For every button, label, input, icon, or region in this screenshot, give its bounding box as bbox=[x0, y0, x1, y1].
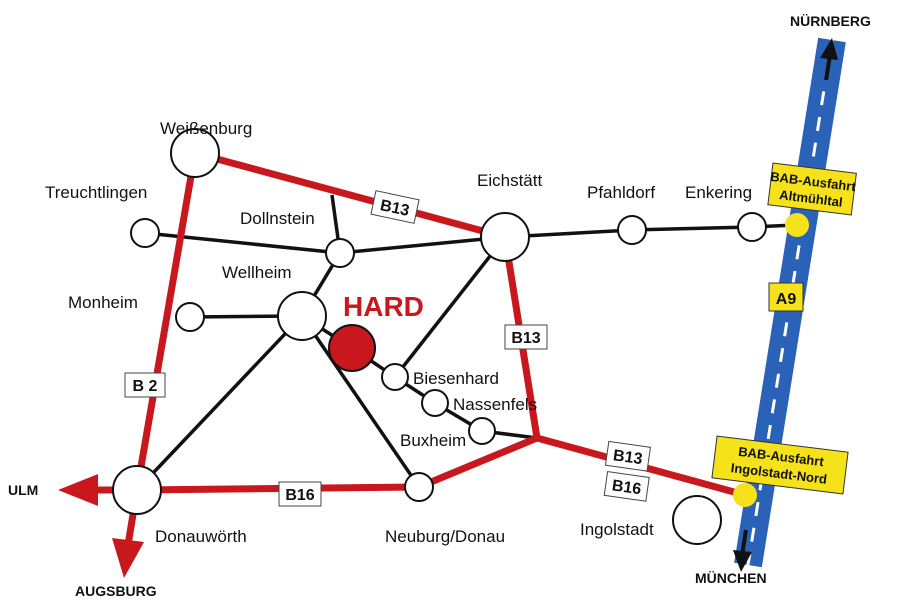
town-neuburg[interactable] bbox=[404, 472, 434, 502]
shield-b13-east2-label: B13 bbox=[612, 447, 644, 468]
label-nassenfels: Nassenfels bbox=[453, 395, 537, 414]
label-augsburg: AUGSBURG bbox=[75, 583, 157, 599]
town-treuchtlingen[interactable] bbox=[130, 218, 160, 248]
shield-b13-east-label: B13 bbox=[511, 330, 540, 347]
label-wellheim: Wellheim bbox=[222, 263, 292, 282]
town-wellheim[interactable] bbox=[277, 291, 327, 341]
label-nuernberg: NÜRNBERG bbox=[790, 13, 871, 29]
label-weissenburg: Weißenburg bbox=[160, 119, 252, 138]
local-roads bbox=[135, 194, 798, 492]
label-monheim: Monheim bbox=[68, 293, 138, 312]
shield-b16-east-label: B16 bbox=[611, 477, 643, 498]
label-buxheim: Buxheim bbox=[400, 431, 466, 450]
shield-b16-west-label: B16 bbox=[285, 487, 314, 504]
town-buxheim[interactable] bbox=[468, 417, 496, 445]
label-muenchen: MÜNCHEN bbox=[695, 570, 767, 586]
exit-ingolstadt-nord-dot bbox=[733, 483, 757, 507]
shield-b13-north: B13 bbox=[370, 190, 420, 224]
shield-b13-east: B13 bbox=[504, 324, 548, 350]
town-ingolstadt[interactable] bbox=[672, 495, 722, 545]
label-hard: HARD bbox=[343, 291, 424, 322]
town-pfahldorf[interactable] bbox=[617, 215, 647, 245]
town-nassenfels[interactable] bbox=[421, 389, 449, 417]
town-donauwoerth[interactable] bbox=[112, 465, 162, 515]
town-eichstaett[interactable] bbox=[480, 212, 530, 262]
town-dollnstein[interactable] bbox=[325, 238, 355, 268]
shield-a9: A9 bbox=[768, 282, 804, 312]
shield-b2: B 2 bbox=[124, 372, 166, 398]
town-monheim[interactable] bbox=[175, 302, 205, 332]
label-enkering: Enkering bbox=[685, 183, 752, 202]
town-enkering[interactable] bbox=[737, 212, 767, 242]
label-pfahldorf: Pfahldorf bbox=[587, 183, 655, 202]
label-ulm: ULM bbox=[8, 482, 38, 498]
arrow-southwest-icon bbox=[112, 538, 144, 578]
exit-altmuehltal-sign[interactable]: BAB-Ausfahrt Altmühltal bbox=[767, 162, 858, 216]
label-donauwoerth: Donauwörth bbox=[155, 527, 247, 546]
arrow-north-icon bbox=[820, 38, 838, 81]
town-weissenburg[interactable] bbox=[170, 128, 220, 178]
label-ingolstadt: Ingolstadt bbox=[580, 520, 654, 539]
shield-b13-north-label: B13 bbox=[379, 197, 411, 220]
town-biesenhard[interactable] bbox=[381, 363, 409, 391]
shield-b16-west: B16 bbox=[278, 481, 322, 507]
label-dollnstein: Dollnstein bbox=[240, 209, 315, 228]
label-eichstaett: Eichstätt bbox=[477, 171, 542, 190]
label-neuburg: Neuburg/Donau bbox=[385, 527, 505, 546]
shield-b2-label: B 2 bbox=[133, 378, 158, 395]
exit-altmuehltal-dot bbox=[785, 213, 809, 237]
label-treuchtlingen: Treuchtlingen bbox=[45, 183, 147, 202]
town-hard-marker[interactable] bbox=[328, 324, 376, 372]
arrow-west-icon bbox=[58, 474, 98, 506]
label-biesenhard: Biesenhard bbox=[413, 369, 499, 388]
arrow-south-icon bbox=[733, 529, 752, 572]
shield-a9-label: A9 bbox=[776, 291, 797, 308]
shield-b13-b16-east: B13 B16 bbox=[603, 440, 651, 502]
exit-ingolstadt-nord-sign[interactable]: BAB-Ausfahrt Ingolstadt-Nord bbox=[711, 435, 849, 495]
towns bbox=[112, 128, 767, 545]
